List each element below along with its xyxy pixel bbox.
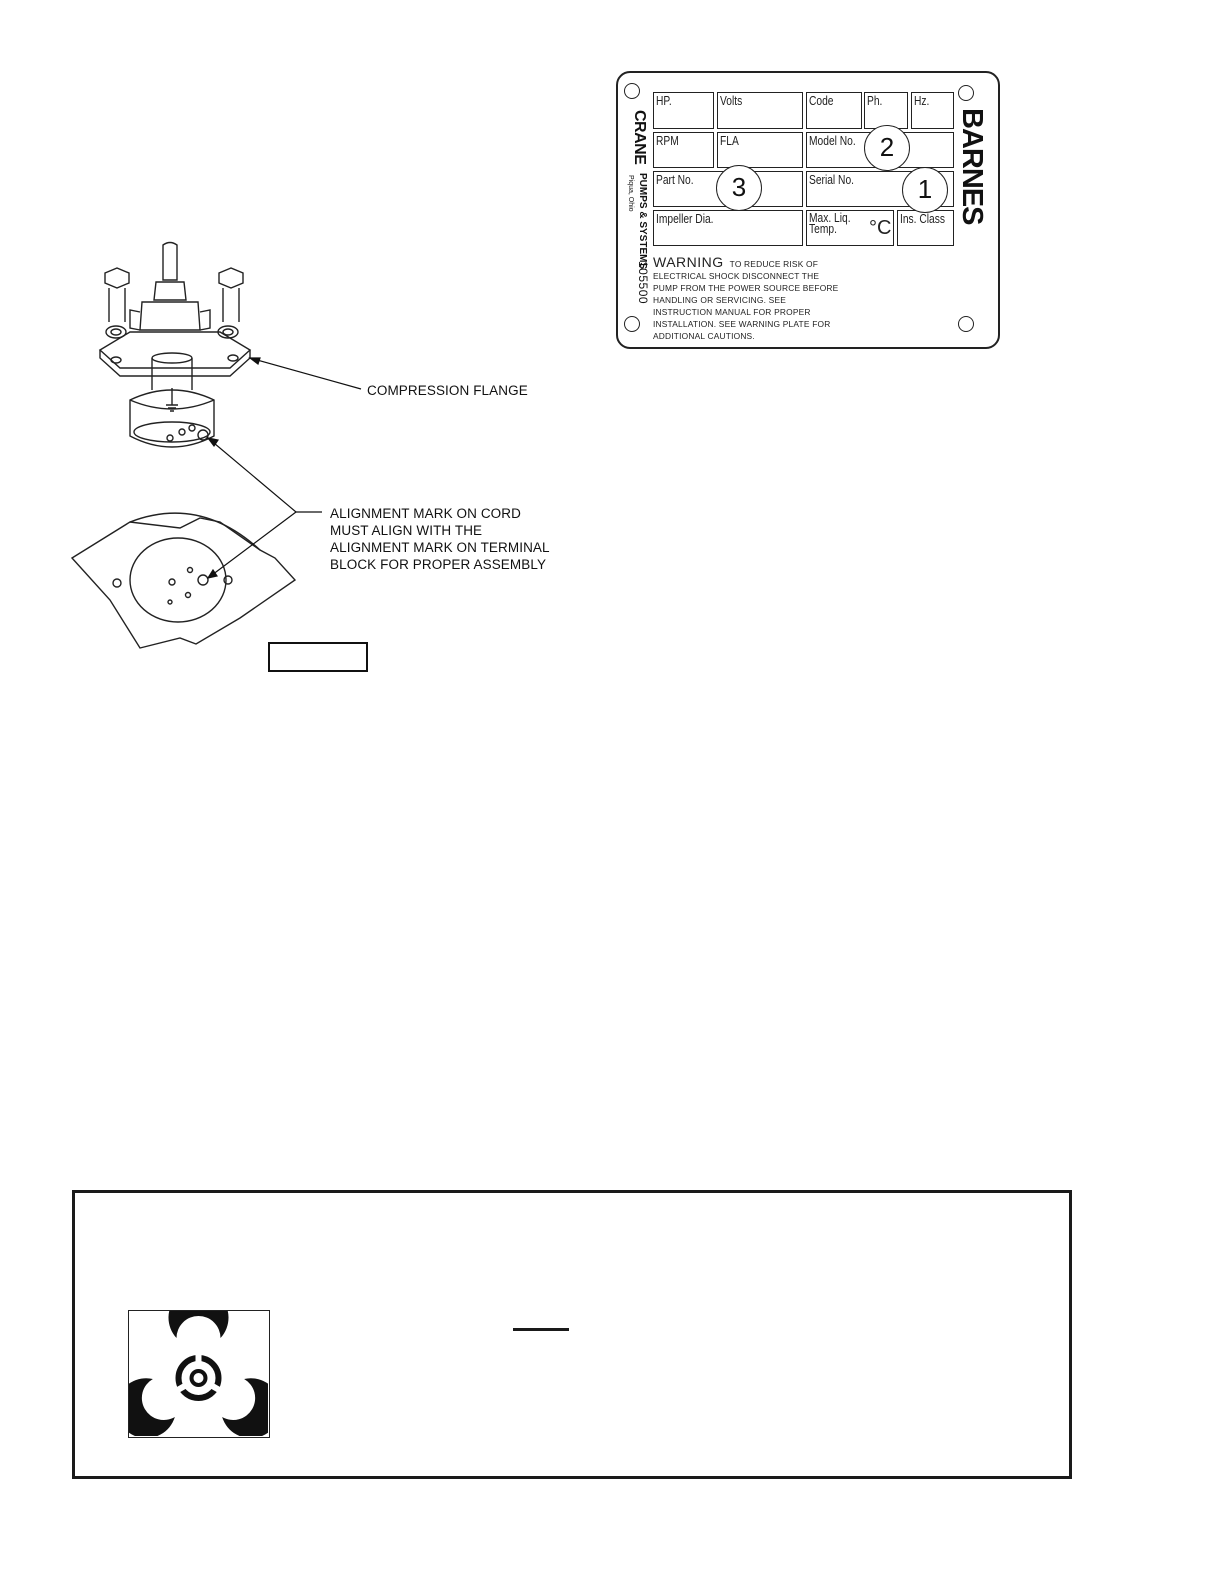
max-liq-temp-cell: Max. Liq. Temp. °C: [806, 210, 894, 246]
brand-city: Piqua, Ohio: [627, 175, 634, 212]
alignment-callout-line: ALIGNMENT MARK ON CORD: [330, 506, 521, 521]
biohazard-icon-frame: [105, 1287, 292, 1450]
ph-cell: Ph.: [864, 92, 908, 129]
mounting-hole-icon: [958, 85, 974, 101]
warning-line: PUMP FROM THE POWER SOURCE BEFORE: [653, 283, 839, 293]
alignment-mark-callout: ALIGNMENT MARK ON CORD MUST ALIGN WITH T…: [330, 505, 580, 573]
ins-class-cell: Ins. Class: [897, 210, 954, 246]
temp-unit: °C: [869, 217, 892, 239]
hz-cell: Hz.: [911, 92, 954, 129]
plate-number: 105500: [636, 261, 650, 305]
crane-logo: CRANE: [631, 110, 648, 165]
compression-flange-callout: COMPRESSION FLANGE: [367, 383, 528, 398]
alignment-callout-line: BLOCK FOR PROPER ASSEMBLY: [330, 557, 547, 572]
biohazard-warning-box: [72, 1190, 1072, 1479]
cord-assembly-figure: COMPRESSION FLANGE ALIGNMENT MARK ON COR…: [60, 240, 580, 690]
warning-line: ADDITIONAL CAUTIONS.: [653, 331, 755, 341]
rpm-cell: RPM: [653, 132, 714, 168]
model-number-badge: 2: [864, 125, 910, 171]
nameplate-warning: WARNING TO REDUCE RISK OF ELECTRICAL SHOC…: [653, 254, 893, 342]
warning-line: INSTALLATION. SEE WARNING PLATE FOR: [653, 319, 831, 329]
alignment-callout-line: ALIGNMENT MARK ON TERMINAL: [330, 540, 550, 555]
part-number-badge: 3: [716, 165, 762, 211]
impeller-dia-cell: Impeller Dia.: [653, 210, 803, 246]
serial-number-badge: 1: [902, 167, 948, 213]
warning-line: ELECTRICAL SHOCK DISCONNECT THE: [653, 271, 820, 281]
warning-line: INSTRUCTION MANUAL FOR PROPER: [653, 307, 811, 317]
warning-line: TO REDUCE RISK OF: [729, 259, 819, 269]
fla-cell: FLA: [717, 132, 803, 168]
brand-division: PUMPS & SYSTEMS: [637, 173, 648, 270]
cord-assembly-drawing: [70, 241, 362, 649]
barnes-logo: BARNES: [956, 108, 988, 225]
volts-cell: Volts: [717, 92, 803, 129]
mounting-hole-icon: [624, 316, 640, 332]
warning-line: HANDLING OR SERVICING. SEE: [653, 295, 787, 305]
biohazard-icon: [105, 1287, 292, 1450]
pump-nameplate: HP. Volts Code Ph. Hz. RPM FLA Model No.…: [616, 71, 1000, 349]
mounting-hole-icon: [624, 83, 640, 99]
figure-label-box: [268, 642, 368, 672]
hazard-text-underline: [513, 1328, 569, 1331]
mounting-hole-icon: [958, 316, 974, 332]
warning-title: WARNING: [653, 254, 724, 270]
code-cell: Code: [806, 92, 862, 129]
serial-no-cell: Serial No.: [806, 171, 954, 207]
alignment-callout-line: MUST ALIGN WITH THE: [330, 523, 483, 538]
hp-cell: HP.: [653, 92, 714, 129]
